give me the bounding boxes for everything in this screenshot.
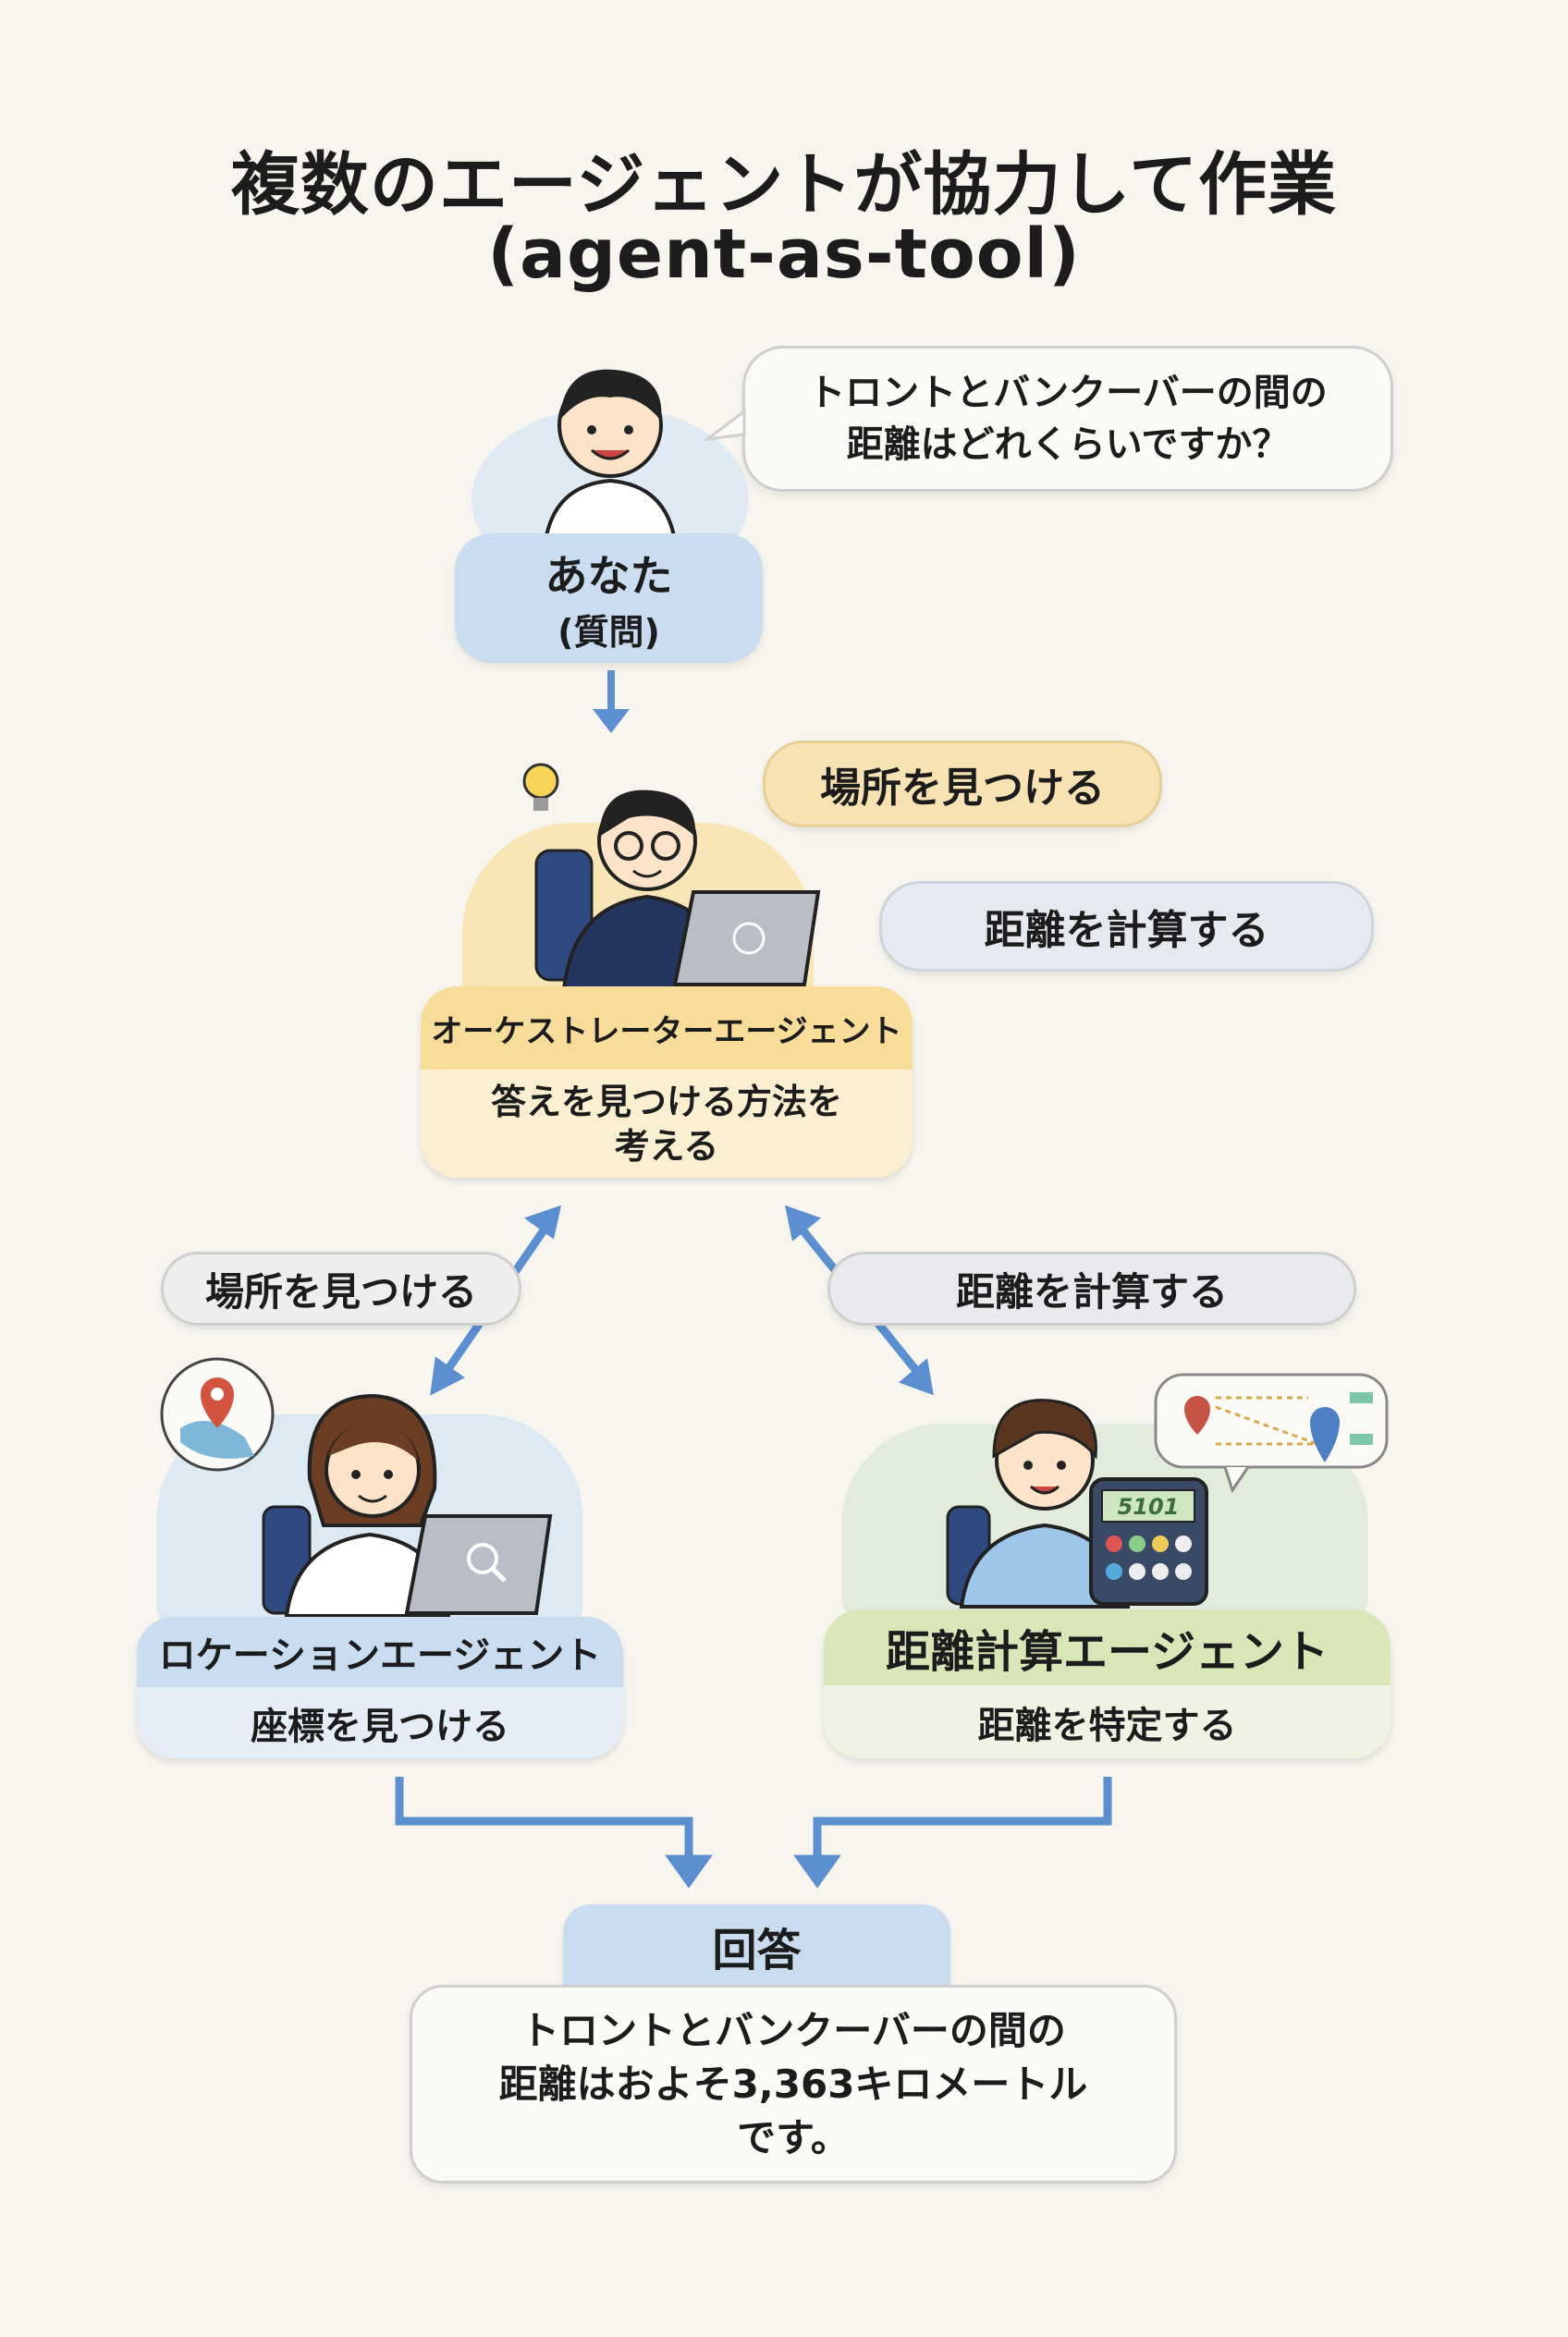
- arrow-down-icon: [593, 670, 630, 733]
- thought-bubble-calc-distance: 距離を計算する: [879, 881, 1374, 972]
- location-agent-desc: 座標を見つける: [251, 1705, 509, 1748]
- answer-label: 回答: [563, 1904, 950, 1988]
- answer-line3: です。: [737, 2114, 850, 2160]
- orchestrator-avatar: [534, 789, 821, 991]
- user-role: (質問): [557, 611, 660, 653]
- location-agent-node: ロケーションエージェント 座標を見つける: [137, 1617, 623, 1758]
- question-line1: トロントとバンクーバーの間の: [808, 372, 1328, 414]
- answer-line1: トロントとバンクーバーの間の: [521, 2007, 1066, 2053]
- distance-agent-avatar: [946, 1399, 1208, 1609]
- user-node: あなた (質問): [455, 533, 763, 663]
- map-pin-bubble-icon: [160, 1357, 275, 1472]
- answer-box: トロントとバンクーバーの間の 距離はおよそ3,363キロメートル です。: [410, 1985, 1177, 2184]
- title-line1: 複数のエージェントが協力して作業: [230, 145, 1338, 225]
- bubble-tail: [702, 409, 746, 442]
- thought-bubble-find-location: 場所を見つける: [763, 740, 1162, 827]
- question-line2: 距離はどれくらいですか？: [846, 423, 1290, 466]
- route-map-bubble-icon: [1154, 1373, 1389, 1494]
- calculator-display: 5101: [1117, 1494, 1180, 1520]
- location-agent-avatar: [262, 1393, 553, 1618]
- lightbulb-icon: [522, 763, 559, 811]
- edge-label-calc-distance: 距離を計算する: [827, 1252, 1356, 1326]
- title-line2: (agent-as-tool): [487, 214, 1081, 294]
- user-question-bubble: トロントとバンクーバーの間の 距離はどれくらいですか？: [742, 346, 1393, 492]
- orchestrator-desc-line1: 答えを見つける方法を: [490, 1081, 842, 1122]
- answer-line2: 距離はおよそ3,363キロメートル: [498, 2061, 1088, 2107]
- distance-agent-name: 距離計算エージェント: [824, 1609, 1390, 1685]
- edge-label-find-location: 場所を見つける: [161, 1252, 521, 1326]
- distance-agent-node: 距離計算エージェント 距離を特定する: [824, 1609, 1390, 1758]
- orchestrator-desc-line2: 考える: [614, 1125, 719, 1167]
- location-agent-name: ロケーションエージェント: [137, 1617, 623, 1687]
- orchestrator-name: オーケストレーターエージェント: [421, 986, 913, 1070]
- user-avatar: [543, 369, 678, 543]
- distance-agent-desc: 距離を特定する: [977, 1704, 1237, 1747]
- user-name: あなた: [545, 550, 673, 601]
- orchestrator-node: オーケストレーターエージェント 答えを見つける方法を 考える: [421, 986, 913, 1178]
